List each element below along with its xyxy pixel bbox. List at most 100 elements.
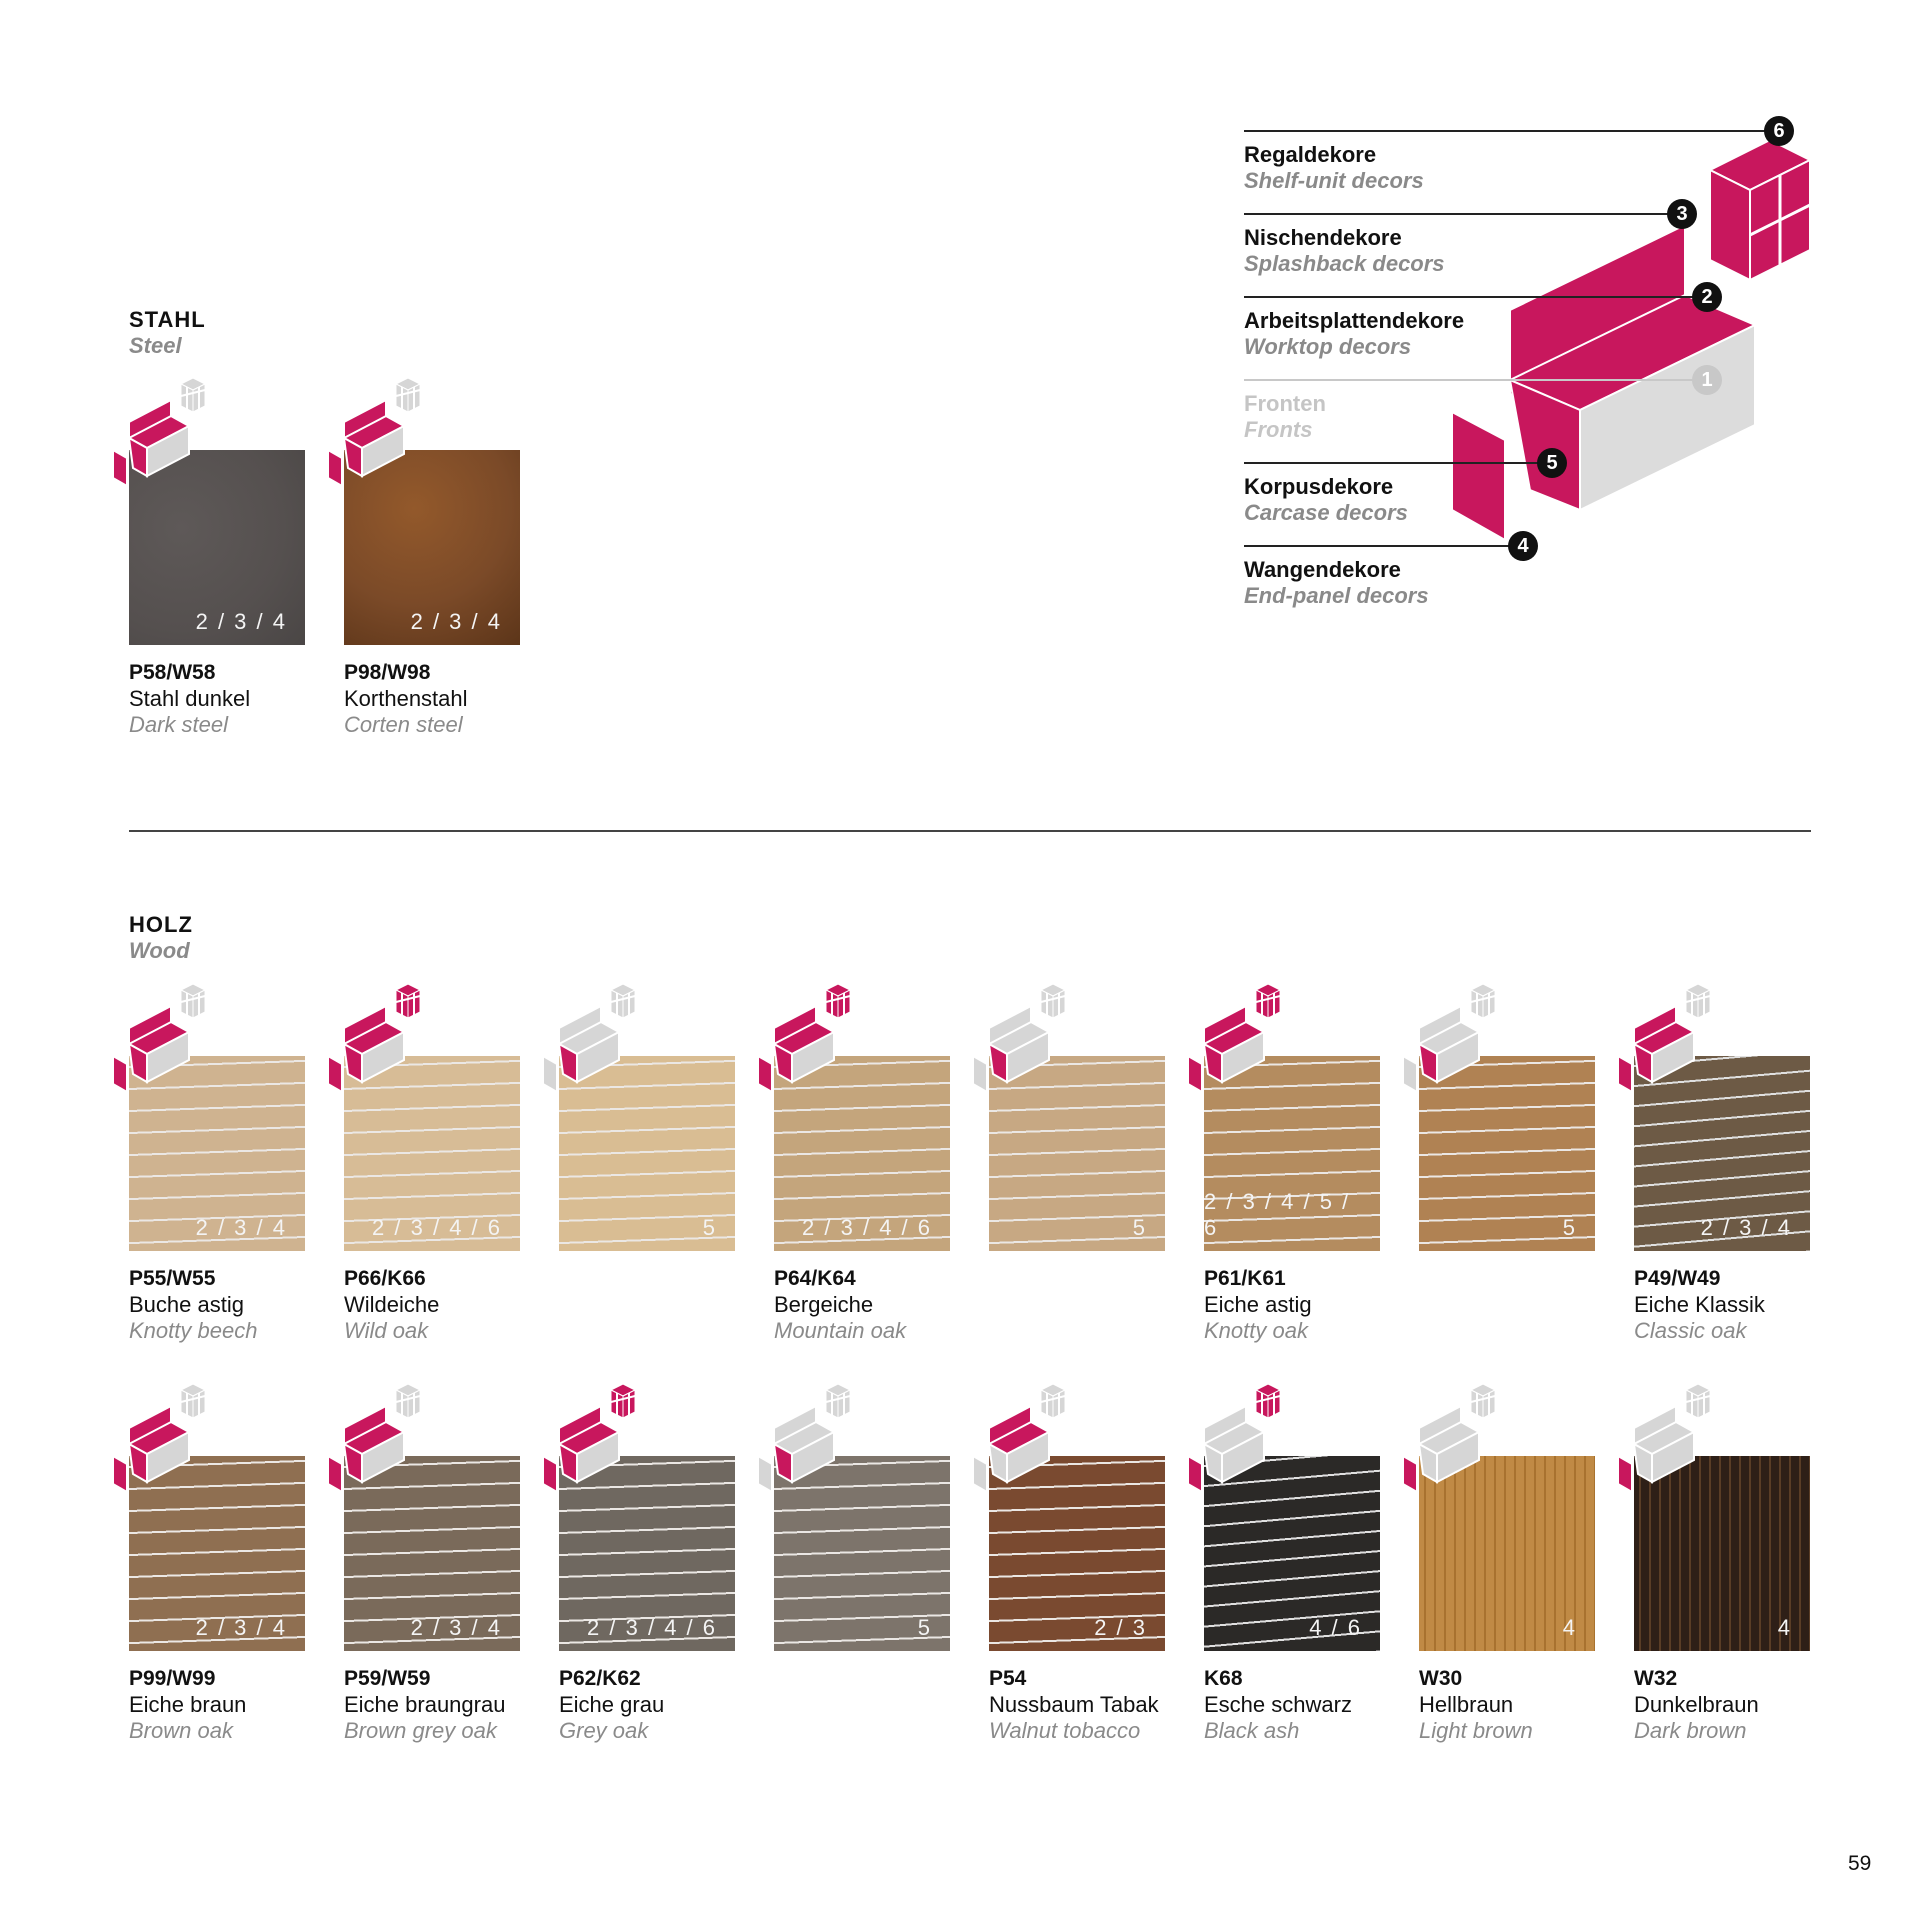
decor-swatch-card[interactable]: 2 / 3 / 4 / 6 P64/K64 Bergeiche Mountain… bbox=[757, 983, 984, 1343]
decor-usage-icon bbox=[972, 983, 1067, 1094]
decor-name-de: Eiche Klassik bbox=[1634, 1292, 1765, 1317]
decor-swatch[interactable]: 4 / 6 bbox=[1204, 1456, 1380, 1651]
decor-swatch-card[interactable]: 4 / 6 K68 Esche schwarz Black ash bbox=[1187, 1383, 1414, 1743]
decor-code: P58/W58 bbox=[129, 661, 216, 684]
decor-swatch[interactable]: 5 bbox=[774, 1456, 950, 1651]
decor-swatch[interactable]: 5 bbox=[989, 1056, 1165, 1251]
decor-swatch-card[interactable]: 2 / 3 / 4 P59/W59 Eiche braungrau Brown … bbox=[327, 1383, 554, 1743]
decor-usage-icon bbox=[1402, 983, 1497, 1094]
decor-swatch-card[interactable]: 2 / 3 / 4 P58/W58 Stahl dunkel Dark stee… bbox=[112, 377, 339, 737]
legend-leader-line bbox=[1244, 213, 1681, 215]
decor-swatch[interactable]: 2 / 3 / 4 bbox=[1634, 1056, 1810, 1251]
decor-name-en: Brown oak bbox=[129, 1718, 233, 1743]
decor-name-en: Knotty beech bbox=[129, 1318, 258, 1343]
decor-code: W30 bbox=[1419, 1667, 1463, 1690]
decor-usage-icon bbox=[1187, 1383, 1282, 1494]
decor-usage-numbers: 2 / 3 / 4 bbox=[410, 1615, 502, 1640]
decor-swatch[interactable]: 2 / 3 / 4 bbox=[344, 1456, 520, 1651]
decor-name-en: Mountain oak bbox=[774, 1318, 907, 1343]
decor-name-de: Korthenstahl bbox=[344, 686, 468, 711]
decor-swatch[interactable]: 2 / 3 / 4 bbox=[129, 450, 305, 645]
shelf-unit-graphic bbox=[1707, 138, 1813, 282]
decor-name-en: Dark brown bbox=[1634, 1718, 1747, 1743]
decor-code: P61/K61 bbox=[1204, 1267, 1286, 1290]
decor-swatch[interactable]: 2 / 3 / 4 / 6 bbox=[774, 1056, 950, 1251]
decor-swatch-card[interactable]: 4 W30 Hellbraun Light brown bbox=[1402, 1383, 1629, 1743]
legend-leader-line bbox=[1244, 545, 1522, 547]
decor-name-de: Eiche grau bbox=[559, 1692, 665, 1717]
legend-number-badge: 2 bbox=[1692, 282, 1722, 312]
decor-name-en: Grey oak bbox=[559, 1718, 649, 1743]
steel-section-subtitle: Steel bbox=[129, 333, 182, 358]
legend-leader-line bbox=[1244, 462, 1551, 464]
decor-swatch-card[interactable]: 2 / 3 / 4 / 5 / 6 P61/K61 Eiche astig Kn… bbox=[1187, 983, 1414, 1343]
end-panel-graphic bbox=[1451, 410, 1506, 542]
decor-name-en: Black ash bbox=[1204, 1718, 1300, 1743]
decor-swatch[interactable]: 2 / 3 / 4 bbox=[129, 1056, 305, 1251]
decor-swatch-card[interactable]: 2 / 3 / 4 P49/W49 Eiche Klassik Classic … bbox=[1617, 983, 1844, 1343]
decor-usage-icon bbox=[757, 1383, 852, 1494]
decor-usage-numbers: 2 / 3 / 4 bbox=[1700, 1215, 1792, 1240]
decor-code: P59/W59 bbox=[344, 1667, 431, 1690]
decor-name-en: Walnut tobacco bbox=[989, 1718, 1141, 1743]
decor-swatch[interactable]: 2 / 3 / 4 bbox=[129, 1456, 305, 1651]
legend-label-en: Carcase decors bbox=[1244, 500, 1408, 525]
decor-usage-icon bbox=[327, 983, 422, 1094]
decor-swatch[interactable]: 2 / 3 / 4 / 6 bbox=[559, 1456, 735, 1651]
decor-usage-icon bbox=[112, 1383, 207, 1494]
decor-name-de: Buche astig bbox=[129, 1292, 244, 1317]
decor-swatch-card[interactable]: 2 / 3 / 4 / 6 P62/K62 Eiche grau Grey oa… bbox=[542, 1383, 769, 1743]
decor-usage-icon bbox=[1617, 983, 1712, 1094]
decor-swatch[interactable]: 2 / 3 / 4 / 5 / 6 bbox=[1204, 1056, 1380, 1251]
decor-swatch-card[interactable]: 2 / 3 / 4 P55/W55 Buche astig Knotty bee… bbox=[112, 983, 339, 1343]
decor-swatch[interactable]: 2 / 3 / 4 bbox=[344, 450, 520, 645]
decor-usage-numbers: 4 bbox=[1562, 1615, 1577, 1640]
wood-section-subtitle: Wood bbox=[129, 938, 190, 963]
carcase-graphic bbox=[1508, 378, 1581, 512]
decor-name-de: Nussbaum Tabak bbox=[989, 1692, 1159, 1717]
decor-name-de: Bergeiche bbox=[774, 1292, 874, 1317]
decor-swatch-card[interactable]: 2 / 3 P54 Nussbaum Tabak Walnut tobacco bbox=[972, 1383, 1199, 1743]
decor-swatch-card[interactable]: 5 bbox=[757, 1383, 984, 1726]
decor-name-en: Light brown bbox=[1419, 1718, 1533, 1743]
decor-swatch-card[interactable]: 4 W32 Dunkelbraun Dark brown bbox=[1617, 1383, 1844, 1743]
decor-code: P66/K66 bbox=[344, 1267, 426, 1290]
decor-name-en: Knotty oak bbox=[1204, 1318, 1308, 1343]
decor-swatch[interactable]: 2 / 3 / 4 / 6 bbox=[344, 1056, 520, 1251]
decor-name-en: Classic oak bbox=[1634, 1318, 1747, 1343]
decor-name-de: Hellbraun bbox=[1419, 1692, 1514, 1717]
decor-name-en: Corten steel bbox=[344, 712, 463, 737]
decor-usage-icon bbox=[112, 983, 207, 1094]
decor-name-en: Wild oak bbox=[344, 1318, 429, 1343]
steel-section-title: STAHL bbox=[129, 307, 206, 332]
decor-swatch-card[interactable]: 5 bbox=[542, 983, 769, 1326]
legend-label-de: Arbeitsplattendekore bbox=[1244, 308, 1465, 333]
decor-swatch[interactable]: 5 bbox=[559, 1056, 735, 1251]
decor-usage-numbers: 5 bbox=[917, 1615, 932, 1640]
decor-swatch-card[interactable]: 5 bbox=[1402, 983, 1629, 1326]
decor-code: W32 bbox=[1634, 1667, 1678, 1690]
decor-swatch-card[interactable]: 2 / 3 / 4 P98/W98 Korthenstahl Corten st… bbox=[327, 377, 554, 737]
decor-name-de: Wildeiche bbox=[344, 1292, 440, 1317]
decor-name-de: Eiche braun bbox=[129, 1692, 247, 1717]
decor-usage-numbers: 2 / 3 / 4 bbox=[195, 1215, 287, 1240]
legend-label-de: Korpusdekore bbox=[1244, 474, 1394, 499]
decor-swatch-card[interactable]: 2 / 3 / 4 P99/W99 Eiche braun Brown oak bbox=[112, 1383, 339, 1743]
decor-name-de: Eiche astig bbox=[1204, 1292, 1312, 1317]
decor-code: K68 bbox=[1204, 1667, 1243, 1690]
decor-usage-numbers: 5 bbox=[1132, 1215, 1147, 1240]
decor-name-de: Esche schwarz bbox=[1204, 1692, 1352, 1717]
decor-code: P55/W55 bbox=[129, 1267, 216, 1290]
decor-swatch[interactable]: 2 / 3 bbox=[989, 1456, 1165, 1651]
decor-code: P49/W49 bbox=[1634, 1267, 1721, 1290]
decor-swatch[interactable]: 5 bbox=[1419, 1056, 1595, 1251]
decor-usage-icon bbox=[1402, 1383, 1497, 1494]
decor-swatch-card[interactable]: 5 bbox=[972, 983, 1199, 1326]
legend-label-en: End-panel decors bbox=[1244, 583, 1429, 608]
decor-swatch-card[interactable]: 2 / 3 / 4 / 6 P66/K66 Wildeiche Wild oak bbox=[327, 983, 554, 1343]
decor-swatch[interactable]: 4 bbox=[1634, 1456, 1810, 1651]
decor-name-de: Eiche braungrau bbox=[344, 1692, 506, 1717]
decor-swatch[interactable]: 4 bbox=[1419, 1456, 1595, 1651]
decor-usage-numbers: 2 / 3 bbox=[1094, 1615, 1147, 1640]
decor-usage-numbers: 2 / 3 / 4 bbox=[410, 609, 502, 634]
